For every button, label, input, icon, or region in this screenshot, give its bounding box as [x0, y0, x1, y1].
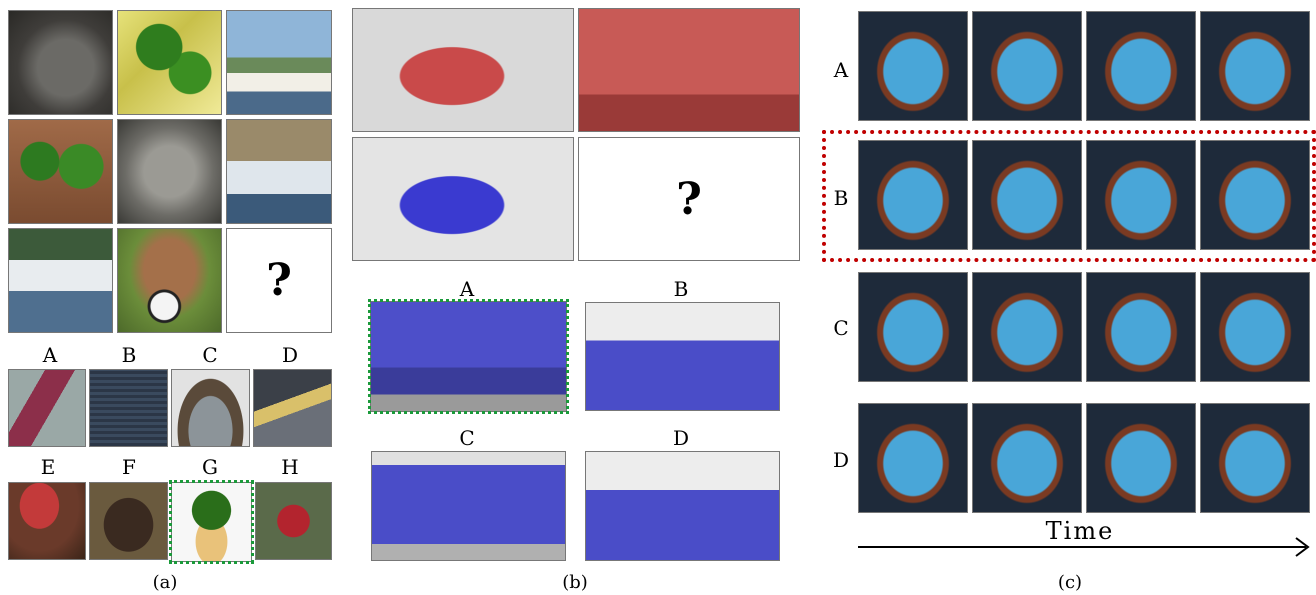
option-label: G: [202, 455, 218, 479]
option-image-h[interactable]: [255, 482, 332, 560]
video-frame[interactable]: [858, 403, 968, 513]
row-label: B: [833, 186, 849, 210]
grid-image-harbor-yacht: [8, 228, 113, 333]
option-label: B: [673, 277, 689, 301]
option-image-e[interactable]: [8, 482, 86, 560]
grid-image-broccoli: [8, 119, 113, 224]
question-mark: ?: [266, 255, 292, 306]
question-cell: ?: [226, 228, 332, 333]
video-frame: [858, 11, 968, 121]
caption-b: (b): [562, 572, 588, 593]
option-image-f[interactable]: [89, 482, 168, 560]
grid-image-sailboat: [226, 10, 332, 115]
option-image-d[interactable]: [253, 369, 332, 447]
question-mark: ?: [676, 173, 702, 225]
video-frame[interactable]: [1200, 272, 1310, 382]
option-label: E: [40, 455, 56, 479]
option-image-b[interactable]: [89, 369, 168, 447]
question-cell: ?: [578, 137, 800, 261]
option-image-b[interactable]: [585, 302, 780, 411]
option-label: H: [281, 455, 299, 479]
video-frame[interactable]: [858, 272, 968, 382]
option-label: C: [202, 343, 218, 367]
video-frame: [1086, 11, 1196, 121]
option-label: A: [459, 277, 475, 301]
row-label: A: [833, 58, 849, 82]
grid-image-elephant-ball: [117, 228, 222, 333]
video-frame[interactable]: [1086, 140, 1196, 250]
video-frame[interactable]: [858, 140, 968, 250]
video-frame[interactable]: [1200, 403, 1310, 513]
grid-image-yacht: [226, 119, 332, 224]
option-label: B: [121, 343, 137, 367]
grid-image-red-sedan: [352, 8, 574, 132]
video-frame[interactable]: [1086, 272, 1196, 382]
caption-a: (a): [152, 572, 178, 593]
video-frame: [972, 11, 1082, 121]
row-label: D: [832, 448, 850, 472]
time-arrow: [858, 537, 1310, 557]
time-label: Time: [1045, 517, 1115, 545]
video-frame[interactable]: [1200, 140, 1310, 250]
option-image-g-correct[interactable]: [169, 480, 254, 564]
grid-image-broccoli-pasta: [117, 10, 222, 115]
video-frame[interactable]: [1086, 403, 1196, 513]
video-frame: [1200, 11, 1310, 121]
option-label: F: [122, 455, 136, 479]
video-frame[interactable]: [972, 403, 1082, 513]
grid-image-blue-suv: [352, 137, 574, 261]
video-frame[interactable]: [972, 140, 1082, 250]
option-label: A: [42, 343, 58, 367]
option-image-c[interactable]: [371, 451, 566, 561]
row-label: C: [833, 316, 849, 340]
selected-row-highlight: [822, 130, 1316, 262]
option-label: D: [672, 426, 690, 450]
grid-image-elephant: [8, 10, 113, 115]
grid-image-elephant-2: [117, 119, 222, 224]
caption-c: (c): [1057, 572, 1083, 593]
option-label: C: [459, 426, 475, 450]
option-image-a[interactable]: [8, 369, 86, 447]
option-image-d[interactable]: [585, 451, 780, 561]
option-label: D: [281, 343, 299, 367]
video-frame[interactable]: [972, 272, 1082, 382]
option-image-c[interactable]: [171, 369, 250, 447]
option-image-a-correct[interactable]: [368, 299, 569, 414]
grid-image-red-sedan-rear: [578, 8, 800, 132]
